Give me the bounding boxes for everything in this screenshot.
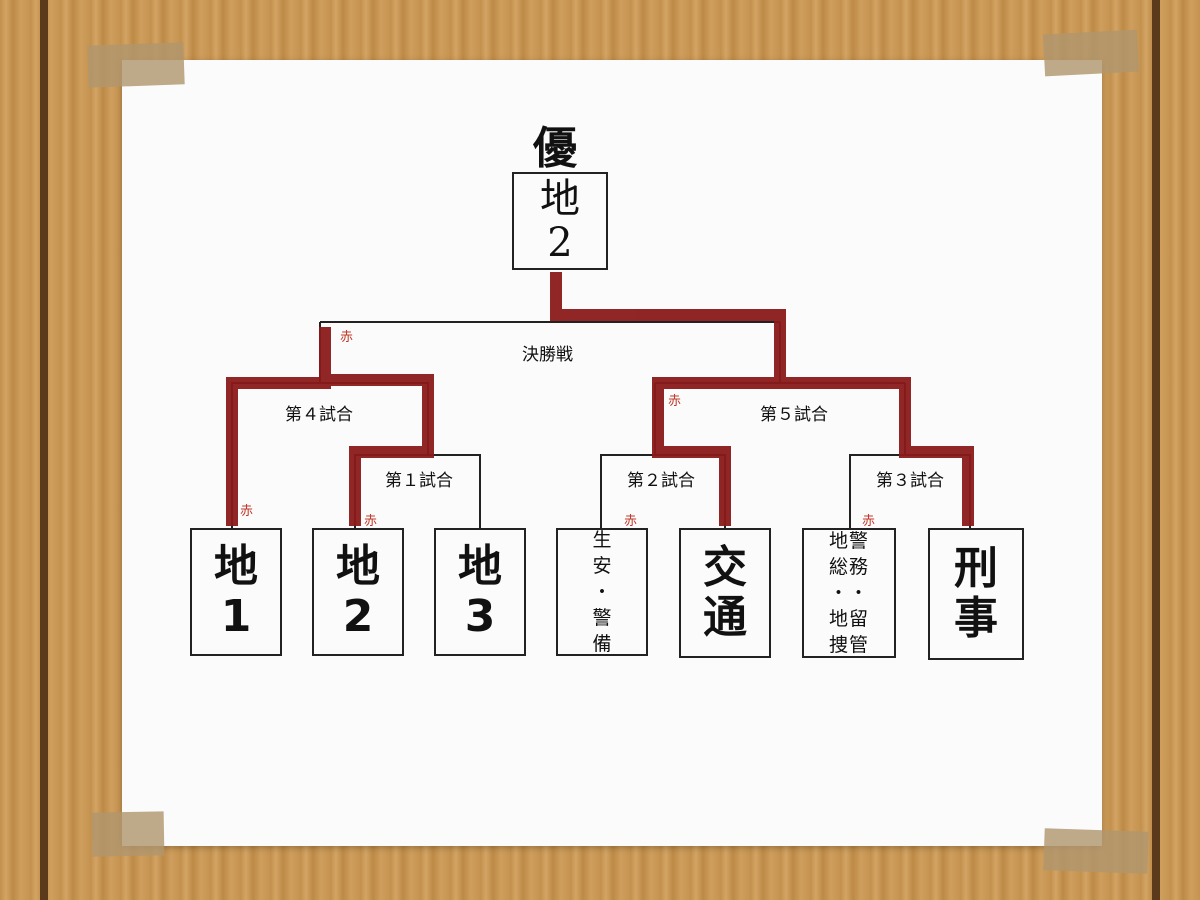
team-text: 地 bbox=[336, 541, 380, 592]
team-text: 事 bbox=[954, 593, 998, 644]
team-box-keiji: 刑 事 bbox=[928, 528, 1024, 660]
team-text: 生 bbox=[592, 529, 612, 551]
team-text: 警 bbox=[592, 607, 612, 629]
winner-tape-champion bbox=[550, 272, 786, 526]
team-text: 総務 bbox=[828, 556, 869, 578]
team-text: 1 bbox=[220, 591, 252, 642]
team-box-chi1: 地 1 bbox=[190, 528, 282, 656]
team-text: 刑 bbox=[954, 543, 998, 594]
match-label-2: 第２試合 bbox=[627, 471, 695, 491]
winner-tape-left bbox=[226, 327, 434, 526]
red-marker: 赤 bbox=[340, 330, 354, 345]
winner-tape-right bbox=[780, 377, 974, 526]
match-label-4: 第４試合 bbox=[285, 405, 353, 425]
red-marker: 赤 bbox=[240, 504, 254, 519]
match-label-3: 第３試合 bbox=[876, 471, 944, 491]
champion-box: 地 2 bbox=[512, 172, 608, 270]
team-text: 安 bbox=[592, 555, 612, 577]
team-text: 地 bbox=[458, 541, 502, 592]
team-text: 2 bbox=[342, 591, 374, 642]
team-text: 通 bbox=[703, 592, 747, 643]
team-box-chi2: 地 2 bbox=[312, 528, 404, 656]
red-marker: 赤 bbox=[862, 514, 876, 529]
team-text: 地 bbox=[214, 541, 258, 592]
team-box-keimu-soumu: 地警 総務 ・・ 地留 捜管 bbox=[802, 528, 896, 658]
team-text: ・・ bbox=[828, 582, 869, 604]
team-box-seian-keibi: 生 安 ・ 警 備 bbox=[556, 528, 648, 656]
team-text: 交 bbox=[703, 542, 747, 593]
team-text: ・ bbox=[592, 581, 612, 603]
team-box-koutsuu: 交 通 bbox=[679, 528, 771, 658]
match-label-1: 第１試合 bbox=[385, 471, 453, 491]
match-label-5: 第５試合 bbox=[760, 405, 828, 425]
team-box-chi3: 地 3 bbox=[434, 528, 526, 656]
red-marker: 赤 bbox=[624, 514, 638, 529]
team-text: 地警 bbox=[828, 530, 869, 552]
team-text: 3 bbox=[464, 591, 496, 642]
team-text: 地留 bbox=[828, 608, 869, 630]
match-label-final: 決勝戦 bbox=[522, 345, 573, 365]
red-marker: 赤 bbox=[668, 394, 682, 409]
team-text: 備 bbox=[592, 633, 612, 655]
team-text: 捜管 bbox=[828, 634, 869, 656]
champion-line-1: 地 bbox=[540, 176, 580, 222]
red-marker: 赤 bbox=[364, 514, 378, 529]
board-edge-left bbox=[40, 0, 48, 900]
board-edge-right bbox=[1152, 0, 1160, 900]
champion-line-2: 2 bbox=[547, 220, 573, 266]
